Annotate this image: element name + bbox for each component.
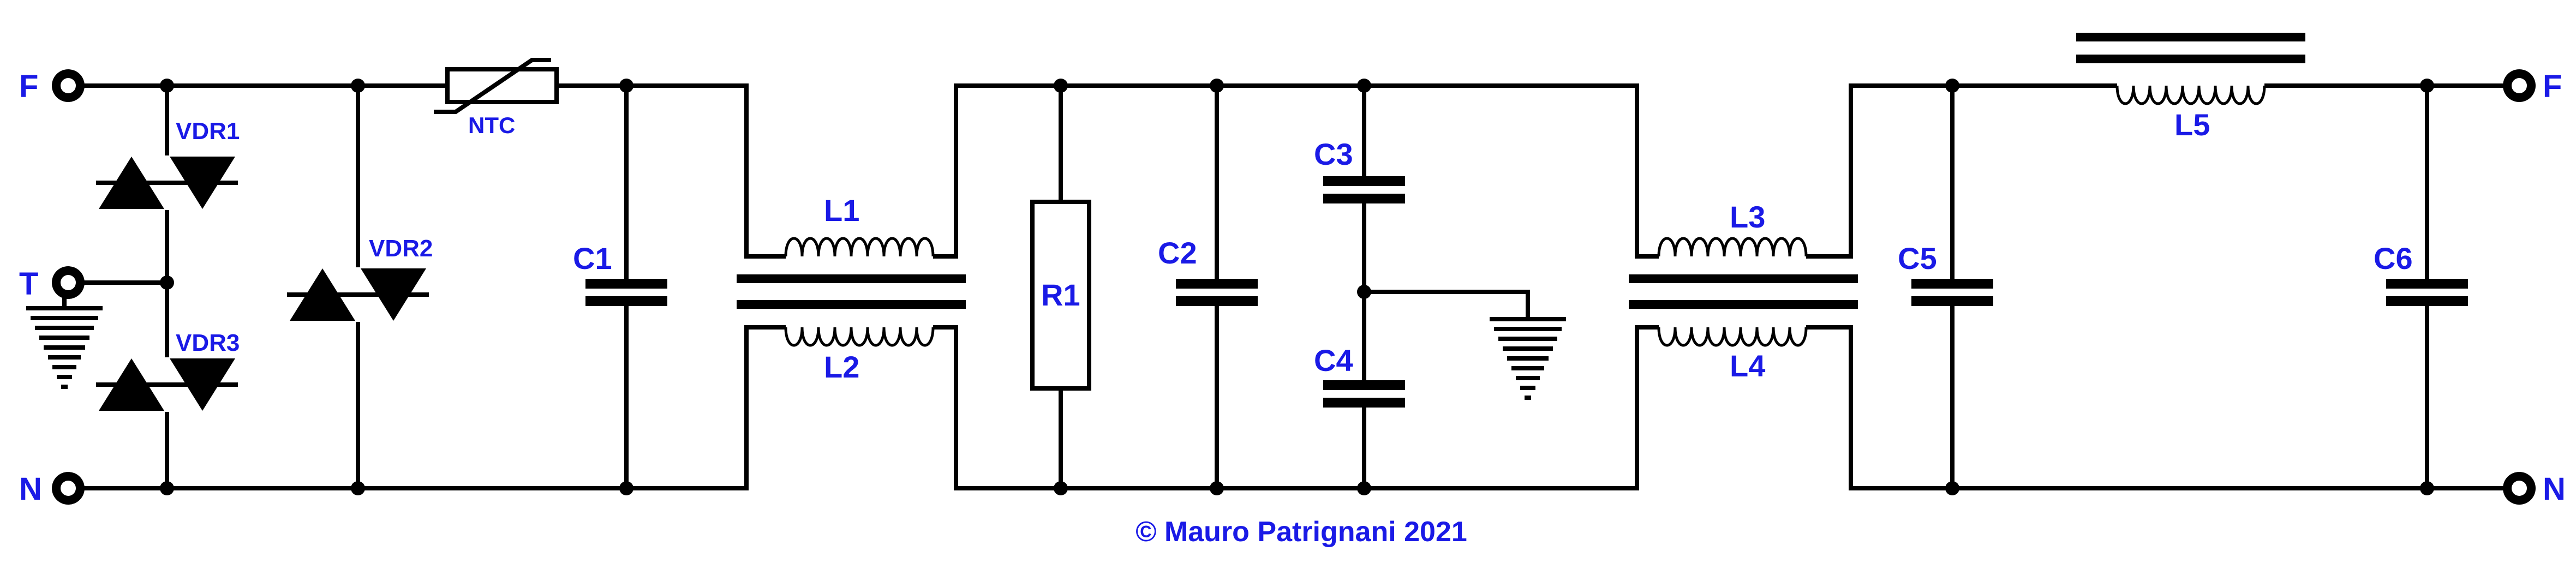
label-r1: R1 — [1041, 278, 1080, 312]
label-l3: L3 — [1730, 200, 1765, 234]
label-l4: L4 — [1730, 349, 1765, 383]
inductor-icon — [2106, 83, 2275, 105]
credit-line: © Mauro Patrignani 2021 — [1135, 516, 1467, 548]
label-c2: C2 — [1158, 236, 1197, 270]
label-c6: C6 — [2374, 241, 2413, 275]
capacitor-icon — [1176, 279, 1258, 306]
junctions — [160, 79, 2434, 495]
label-ntc: NTC — [468, 112, 515, 138]
label-c1: C1 — [573, 241, 612, 275]
terminal-label-right-f: F — [2543, 69, 2562, 104]
inductor-icon — [1648, 237, 1817, 259]
label-c3: C3 — [1314, 137, 1353, 171]
terminal-label-left-n: N — [19, 471, 42, 507]
terminal-right-f — [2503, 69, 2536, 102]
bottom-rail-output — [1817, 325, 2510, 490]
terminal-label-left-t: T — [19, 266, 38, 302]
terminal-left-n — [52, 472, 85, 505]
label-vdr3: VDR3 — [176, 330, 240, 356]
inductor-icon — [1648, 325, 1817, 347]
label-vdr1: VDR1 — [176, 118, 240, 145]
ground-icon — [1490, 317, 1566, 400]
top-rail-mid — [939, 83, 1648, 259]
capacitor-icon — [2386, 279, 2468, 306]
varistor-icon — [96, 155, 238, 210]
terminal-left-f — [52, 69, 85, 102]
terminal-label-right-n: N — [2543, 471, 2566, 507]
inductor-icon — [764, 325, 939, 347]
bottom-rail-input — [68, 325, 764, 490]
inductor-core — [2076, 33, 2305, 63]
inductor-core — [1629, 274, 1858, 309]
c-mid-ground-wire — [1364, 290, 1530, 319]
capacitor-icon — [585, 279, 667, 306]
terminal-right-n — [2503, 472, 2536, 505]
wires — [62, 83, 2510, 490]
ground-icon — [26, 306, 103, 389]
label-c5: C5 — [1898, 241, 1937, 275]
varistor-icon — [287, 267, 429, 322]
label-l2: L2 — [824, 350, 859, 384]
label-c4: C4 — [1314, 343, 1353, 378]
resistor-icon — [1030, 200, 1091, 391]
capacitor-icon — [1323, 176, 1405, 203]
thermistor-icon — [434, 58, 559, 114]
label-l5: L5 — [2174, 107, 2210, 142]
inductor-core — [737, 274, 966, 309]
capacitor-icon — [1911, 279, 1993, 306]
top-rail-output — [1817, 83, 2106, 259]
label-vdr2: VDR2 — [369, 235, 433, 262]
top-rail-after-ntc — [557, 83, 764, 259]
bottom-rail-mid — [939, 325, 1648, 490]
label-l1: L1 — [824, 193, 859, 227]
capacitor-icon — [1323, 380, 1405, 408]
terminal-label-left-f: F — [19, 69, 38, 104]
varistor-icon — [96, 357, 238, 412]
inductor-icon — [764, 237, 939, 259]
terminal-left-t — [52, 266, 85, 299]
